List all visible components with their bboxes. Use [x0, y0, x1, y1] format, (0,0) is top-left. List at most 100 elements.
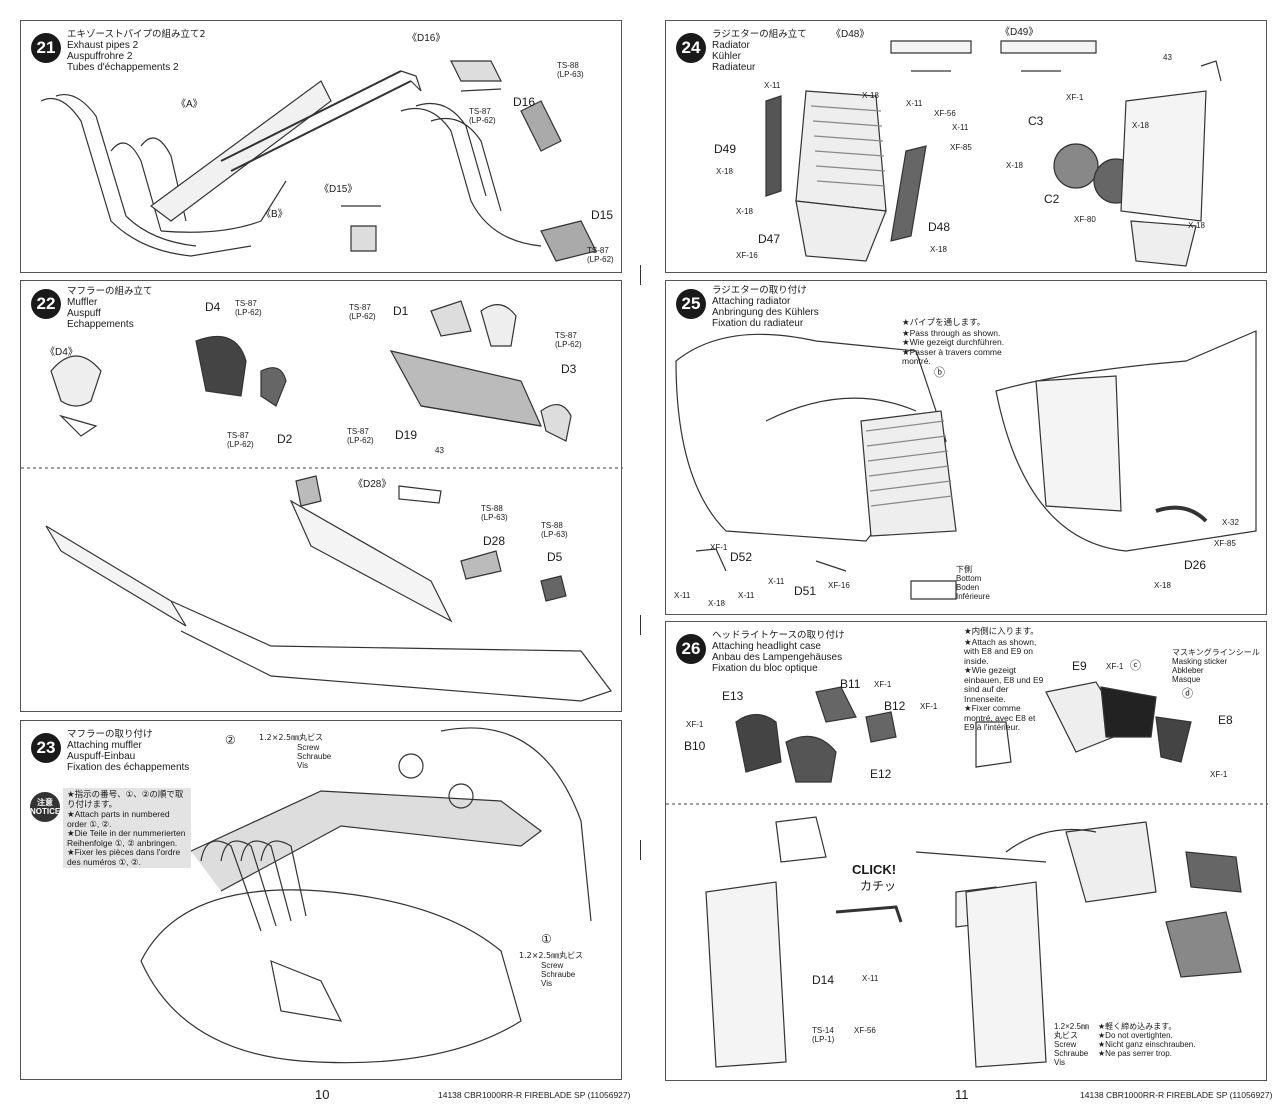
binding-mark — [640, 840, 641, 860]
step-number: 24 — [676, 33, 706, 63]
masking-fr: Masque — [1172, 675, 1201, 684]
paint-xf85: XF-85 — [1214, 539, 1236, 548]
radiator-illustration — [765, 40, 1222, 267]
step-25-panel: 25 ラジエターの取り付け Attaching radiator Anbring… — [665, 280, 1267, 615]
step-number: 25 — [676, 289, 706, 319]
label-c3: C3 — [1028, 114, 1044, 128]
paint-xf1: XF-1 — [874, 680, 892, 689]
inside-note-fr: ★Fixer comme montré, avec E8 et E9 à l'i… — [964, 703, 1036, 732]
headlight-case-illustration — [666, 681, 1268, 1068]
title-jp: マフラーの組み立て — [67, 286, 153, 297]
step-number: 22 — [31, 289, 61, 319]
paint-ts87: TS-87 — [349, 303, 371, 312]
title-fr: Fixation du bloc optique — [712, 663, 818, 674]
paint-x11: X-11 — [862, 974, 879, 983]
paint-xf80: XF-80 — [1074, 215, 1096, 224]
inside-note-jp: ★内側に入ります。 — [964, 627, 1039, 637]
click-label: CLICK! — [852, 862, 897, 877]
paint-ts87: TS-87 — [555, 331, 577, 340]
exhaust-pipes-illustration — [40, 60, 597, 262]
paint-xf56: XF-56 — [854, 1026, 876, 1035]
underside-note: 下側 Bottom Boden Inférieure — [956, 565, 990, 601]
title-de: Kühler — [712, 51, 741, 62]
paint-lp62: (LP-62) — [587, 255, 614, 264]
underside-jp: 下側 — [956, 565, 972, 574]
tighten-size: 1.2×2.5㎜ — [1054, 1022, 1089, 1031]
paint-lp62: (LP-62) — [349, 312, 376, 321]
title-jp: ラジエターの取り付け — [712, 285, 807, 296]
pipe-note-jp: ★パイプを通します。 — [902, 318, 986, 328]
inside-note: ★内側に入ります。 ★Attach as shown, with E8 and … — [964, 627, 1044, 733]
label-d49: D49 — [714, 142, 737, 156]
label-d4: D4 — [205, 300, 221, 314]
screw-2-number: ② — [225, 733, 236, 747]
step-26-panel: 26 ヘッドライトケースの取り付け Attaching headlight ca… — [665, 621, 1268, 1081]
paint-lp63: (LP-63) — [557, 70, 584, 79]
label-e12: E12 — [870, 767, 892, 781]
paint-xf1: XF-1 — [1106, 662, 1124, 671]
step-number: 23 — [31, 733, 61, 763]
marker-c: ⓒ — [1130, 660, 1141, 672]
label-d47: D47 — [758, 232, 781, 246]
label-d4-ref: 《D4》 — [45, 347, 78, 358]
paint-x18: X-18 — [862, 91, 879, 100]
paint-x18: X-18 — [1006, 161, 1023, 170]
paint-lp62: (LP-62) — [235, 308, 262, 317]
binding-mark — [640, 265, 641, 285]
label-e13: E13 — [722, 689, 744, 703]
paint-ts87: TS-87 — [235, 299, 257, 308]
footer-model-right: 14138 CBR1000RR-R FIREBLADE SP (11056927… — [1080, 1090, 1273, 1100]
marker-d: ⓓ — [1182, 688, 1193, 700]
label-d16: D16 — [513, 95, 536, 109]
paint-xf1: XF-1 — [920, 702, 938, 711]
label-d15: D15 — [591, 208, 614, 222]
screw-2-size: 1.2×2.5㎜丸ビス — [259, 733, 324, 742]
step-number: 21 — [31, 33, 61, 63]
step-22-panel: 22 マフラーの組み立て Muffler Auspuff Echappement… — [20, 280, 623, 712]
paint-ts14: TS-14 — [812, 1026, 834, 1035]
label-d2: D2 — [277, 432, 293, 446]
notice-de: ★Die Teile in der nummerierten Reihenfol… — [67, 828, 186, 848]
screw-2-en: Screw — [297, 743, 320, 752]
footer-model-left: 14138 CBR1000RR-R FIREBLADE SP (11056927… — [438, 1090, 631, 1100]
label-d28: D28 — [483, 534, 506, 548]
notice-jp: ★指示の番号、①、②の順で取り付けます。 — [67, 790, 184, 810]
step-title: ヘッドライトケースの取り付け Attaching headlight case … — [712, 630, 845, 674]
muffler-illustration — [21, 300, 623, 702]
paint-xf1: XF-1 — [1210, 770, 1228, 779]
paint-lp63: (LP-63) — [481, 513, 508, 522]
tighten-screw-fr: Vis — [1054, 1058, 1065, 1067]
notice-fr: ★Fixer les pièces dans l'ordre des numér… — [67, 847, 181, 867]
paint-x11: X-11 — [764, 81, 781, 90]
title-fr: Fixation du radiateur — [712, 318, 804, 329]
paint-lp62: (LP-62) — [469, 116, 496, 125]
title-fr: Echappements — [67, 319, 134, 330]
notice-en: ★Attach parts in numbered order ①, ②. — [67, 809, 170, 829]
label-d51: D51 — [794, 584, 817, 598]
paint-ts87: TS-87 — [347, 427, 369, 436]
title-en: Attaching radiator — [712, 296, 791, 307]
paint-x18: X-18 — [708, 599, 725, 608]
tighten-note: 1.2×2.5㎜ 丸ビス Screw Schraube Vis — [1054, 1022, 1089, 1067]
notice-badge: 注意 NOTICE — [30, 792, 60, 822]
step-title: マフラーの取り付け Attaching muffler Auspuff-Einb… — [67, 729, 189, 773]
part-43: 43 — [435, 446, 444, 455]
screw-1-de: Schraube — [541, 970, 576, 979]
paint-xf1: XF-1 — [710, 543, 728, 552]
paint-lp62: (LP-62) — [227, 440, 254, 449]
paint-lp62: (LP-62) — [555, 340, 582, 349]
tighten-jp: ★軽く締め込みます。 — [1098, 1022, 1177, 1031]
step-title: ラジエターの組み立て Radiator Kühler Radiateur — [712, 29, 807, 73]
tighten-de: ★Nicht ganz einschrauben. — [1098, 1040, 1196, 1049]
paint-x11: X-11 — [738, 591, 755, 600]
label-d19: D19 — [395, 428, 418, 442]
label-d28-ref: 《D28》 — [353, 479, 392, 490]
screw-1-number: ① — [541, 932, 552, 946]
paint-xf1: XF-1 — [1066, 93, 1084, 102]
paint-ts88: TS-88 — [481, 504, 503, 513]
paint-ts87: TS-87 — [227, 431, 249, 440]
step-21-panel: 21 エキゾーストパイプの組み立て2 Exhaust pipes 2 Auspu… — [20, 20, 622, 273]
inside-note-en: ★Attach as shown, with E8 and E9 on insi… — [964, 636, 1037, 666]
label-d1: D1 — [393, 304, 409, 318]
label-d52: D52 — [730, 550, 753, 564]
